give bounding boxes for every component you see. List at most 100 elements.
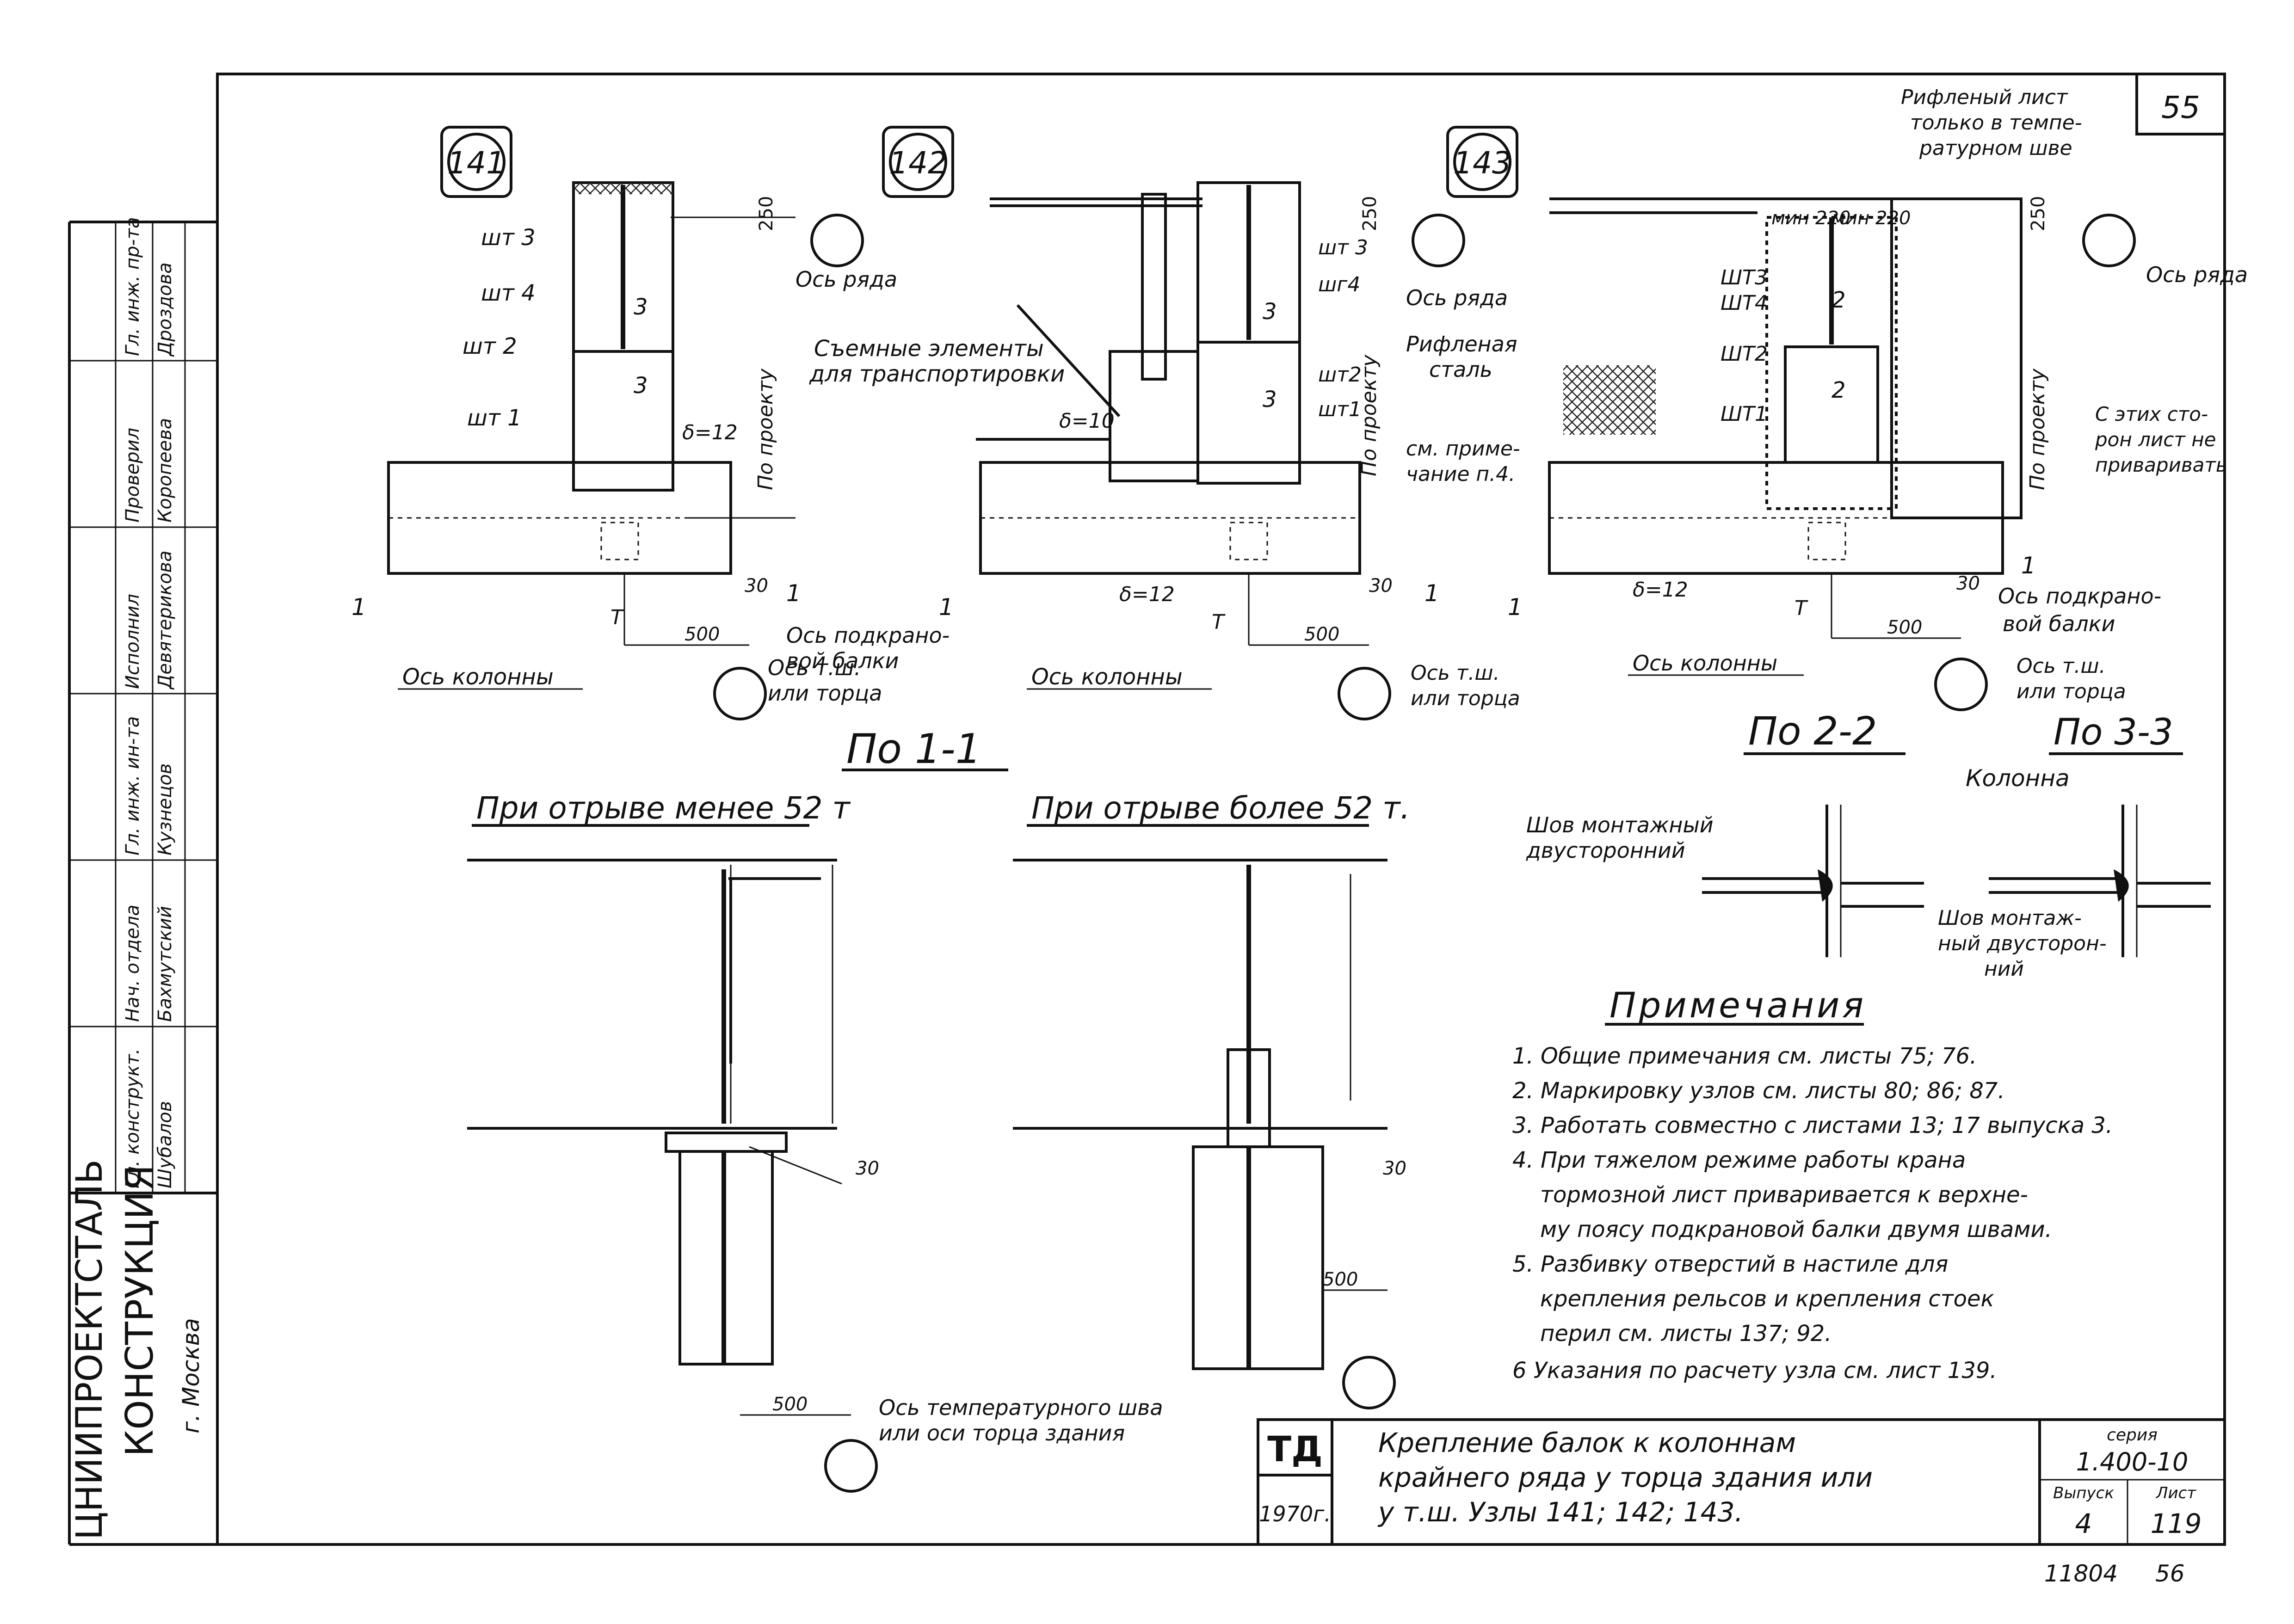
- title-line-1: Крепление балок к колоннам: [1378, 1427, 1796, 1458]
- section-more-52: При отрыве более 52 т. 30 500 Ось темпер…: [879, 790, 1410, 1446]
- n143-rifl-sheet-1: Рифленый лист: [1901, 86, 2068, 109]
- kolonna-label: Колонна: [1966, 765, 2070, 792]
- n141-dim-500: 500: [684, 624, 720, 645]
- shov1-1: Шов монтажный: [1526, 812, 1714, 837]
- n142-os-kolonny: Ось колонны: [1031, 664, 1183, 690]
- stamp-role-1: Гл. конструкт.: [122, 1048, 143, 1188]
- temp-axis-2: или оси торца здания: [879, 1421, 1125, 1446]
- stamp-name-5: Коропеева: [154, 418, 176, 523]
- n142-mark-3b: 3: [1263, 387, 1277, 412]
- shov1-2: двусторонний: [1526, 838, 1685, 863]
- title-line-3: у т.ш. Узлы 141; 142; 143.: [1377, 1496, 1743, 1528]
- n141-po-proektu: По проекту: [754, 368, 777, 490]
- n143-sht3: ШТ3: [1720, 266, 1768, 289]
- n143-rifl-sheet-2: только в темпе-: [1910, 111, 2082, 135]
- n143-rifl-2: сталь: [1429, 357, 1492, 382]
- node-141-number: 141: [447, 145, 506, 181]
- n143-see-note-2: чание п.4.: [1406, 462, 1515, 486]
- n143-sht4: ШТ4: [1720, 291, 1768, 315]
- n142-sht4: шг4: [1318, 273, 1360, 296]
- shov2-3: ний: [1984, 957, 2024, 981]
- stamp-role-6: Гл. инж. пр-та: [122, 217, 143, 356]
- node-143-number: 143: [1453, 145, 1511, 181]
- page-number-box: [2135, 73, 2226, 135]
- n142-removable-2: для транспортировки: [809, 361, 1065, 387]
- n141-sht1: шт 1: [467, 405, 522, 431]
- n143-os-podkr-1: Ось подкрано-: [1998, 584, 2161, 609]
- n142-dim-500: 500: [1304, 624, 1339, 645]
- note-2: 2. Маркировку узлов см. листы 80; 86; 87…: [1512, 1078, 2005, 1104]
- org-city: г. Москва: [178, 1318, 204, 1433]
- n142-cut-1b: 1: [1424, 580, 1439, 607]
- n143-min220-b: мин 220: [1832, 208, 1911, 229]
- n141-os-ryada: Ось ряда: [796, 267, 897, 292]
- n142-dim-30: 30: [1369, 575, 1393, 597]
- series-value: 1.400-10: [2076, 1447, 2189, 1476]
- series-label: серия: [2107, 1426, 2158, 1445]
- n143-rifl-1: Рифленая: [1406, 332, 1517, 357]
- stamp-role-2: Нач. отдела: [122, 904, 143, 1022]
- sheet-value: 119: [2151, 1508, 2202, 1539]
- n142-sht1: шт1: [1318, 398, 1362, 421]
- title-line-2: крайнего ряда у торца здания или: [1378, 1462, 1873, 1493]
- n141-mark-3a: 3: [634, 294, 648, 320]
- node-143-frame: [1446, 126, 1518, 198]
- notes-title: Примечания: [1610, 984, 1866, 1026]
- n143-sht1: ШТ1: [1720, 402, 1768, 426]
- stamp-name-3: Кузнецов: [154, 763, 176, 855]
- issue-value: 4: [2075, 1508, 2092, 1539]
- note-4c: му поясу подкрановой балки двумя швами.: [1540, 1217, 2052, 1243]
- bottom-code: 11804: [2044, 1560, 2118, 1587]
- section-2-2-title: По 2-2: [1748, 708, 1877, 754]
- section-1-1-title: По 1-1: [846, 725, 981, 773]
- shov2-1: Шов монтаж-: [1938, 906, 2082, 930]
- n141-dim-30: 30: [745, 575, 768, 597]
- less52-title: При отрыве менее 52 т: [476, 790, 851, 826]
- n141-dim-250: 250: [756, 196, 777, 231]
- n142-delta10: δ=10: [1059, 409, 1115, 433]
- n141-tee: T: [610, 606, 624, 629]
- stamp-role-5: Проверил: [122, 428, 143, 523]
- less52-dim-500: 500: [772, 1394, 808, 1415]
- note-1: 1. Общие примечания см. листы 75; 76.: [1512, 1043, 1977, 1069]
- stamp-name-4: Девятерикова: [154, 550, 176, 690]
- n142-sht2: шт2: [1318, 363, 1362, 387]
- n141-cut-1b: 1: [786, 580, 801, 607]
- notes-block: Примечания 1. Общие примечания см. листы…: [1512, 984, 2113, 1384]
- n143-mark-2a: 2: [1832, 287, 1846, 313]
- n141-sht2: шт 2: [462, 333, 517, 359]
- n143-os-kolonny: Ось колонны: [1633, 651, 1777, 676]
- n142-os-tsh-1: Ось т.ш.: [1411, 661, 1500, 685]
- left-stamp: Гл. конструкт. Шубалов Нач. отдела Бахму…: [68, 217, 217, 1546]
- stamp-name-1: Шубалов: [154, 1101, 176, 1188]
- shov2-2: ный двусторон-: [1938, 932, 2107, 955]
- n143-os-tsh-1: Ось т.ш.: [2016, 654, 2106, 678]
- more52-dim-500: 500: [1323, 1269, 1358, 1290]
- n141-sht4: шт 4: [481, 280, 536, 306]
- node-141: 141 шт 3 шт 4 шт 2 шт 1 3 3 δ=12 По прое…: [352, 126, 950, 720]
- title-mark: ТД: [1267, 1428, 1323, 1470]
- n143-dim-30: 30: [1956, 573, 1980, 594]
- stamp-name-6: Дроздова: [154, 262, 176, 357]
- section-3-3-detail: Колонна Шов монтажный двусторонний Шов м…: [1526, 765, 2211, 981]
- n141-os-podkr-1: Ось подкрано-: [786, 623, 950, 648]
- stamp-role-4: Исполнил: [122, 594, 143, 689]
- title-block: ТД 1970г. Крепление балок к колоннам кра…: [1257, 1418, 2226, 1587]
- n141-os-tsh-1: Ось т.ш.: [768, 655, 861, 680]
- n143-rifl-sheet-3: ратурном шве: [1919, 136, 2072, 160]
- n142-sht3: шт 3: [1318, 236, 1368, 259]
- n141-mark-3b: 3: [634, 373, 648, 399]
- n142-tee: T: [1212, 610, 1226, 634]
- n143-po-proektu: По проекту: [2026, 368, 2049, 490]
- n142-os-ryada: Ось ряда: [1406, 285, 1508, 310]
- note-6: 6 Указания по расчету узла см. лист 139.: [1512, 1358, 1997, 1384]
- n143-these-2: рон лист не: [2095, 428, 2216, 451]
- n142-delta12: δ=12: [1119, 583, 1175, 606]
- note-4b: тормозной лист приваривается к верхне-: [1540, 1182, 2028, 1208]
- node-142-number: 142: [889, 145, 947, 181]
- n142-dim-250: 250: [1359, 196, 1381, 231]
- n143-these-3: приваривать: [2095, 454, 2227, 476]
- node-142: 142 Съемные элементы для транспортировки…: [809, 126, 1520, 720]
- org-name-2: КОНСТРУКЦИЯ: [118, 1165, 162, 1457]
- n142-cut-1: 1: [939, 594, 954, 621]
